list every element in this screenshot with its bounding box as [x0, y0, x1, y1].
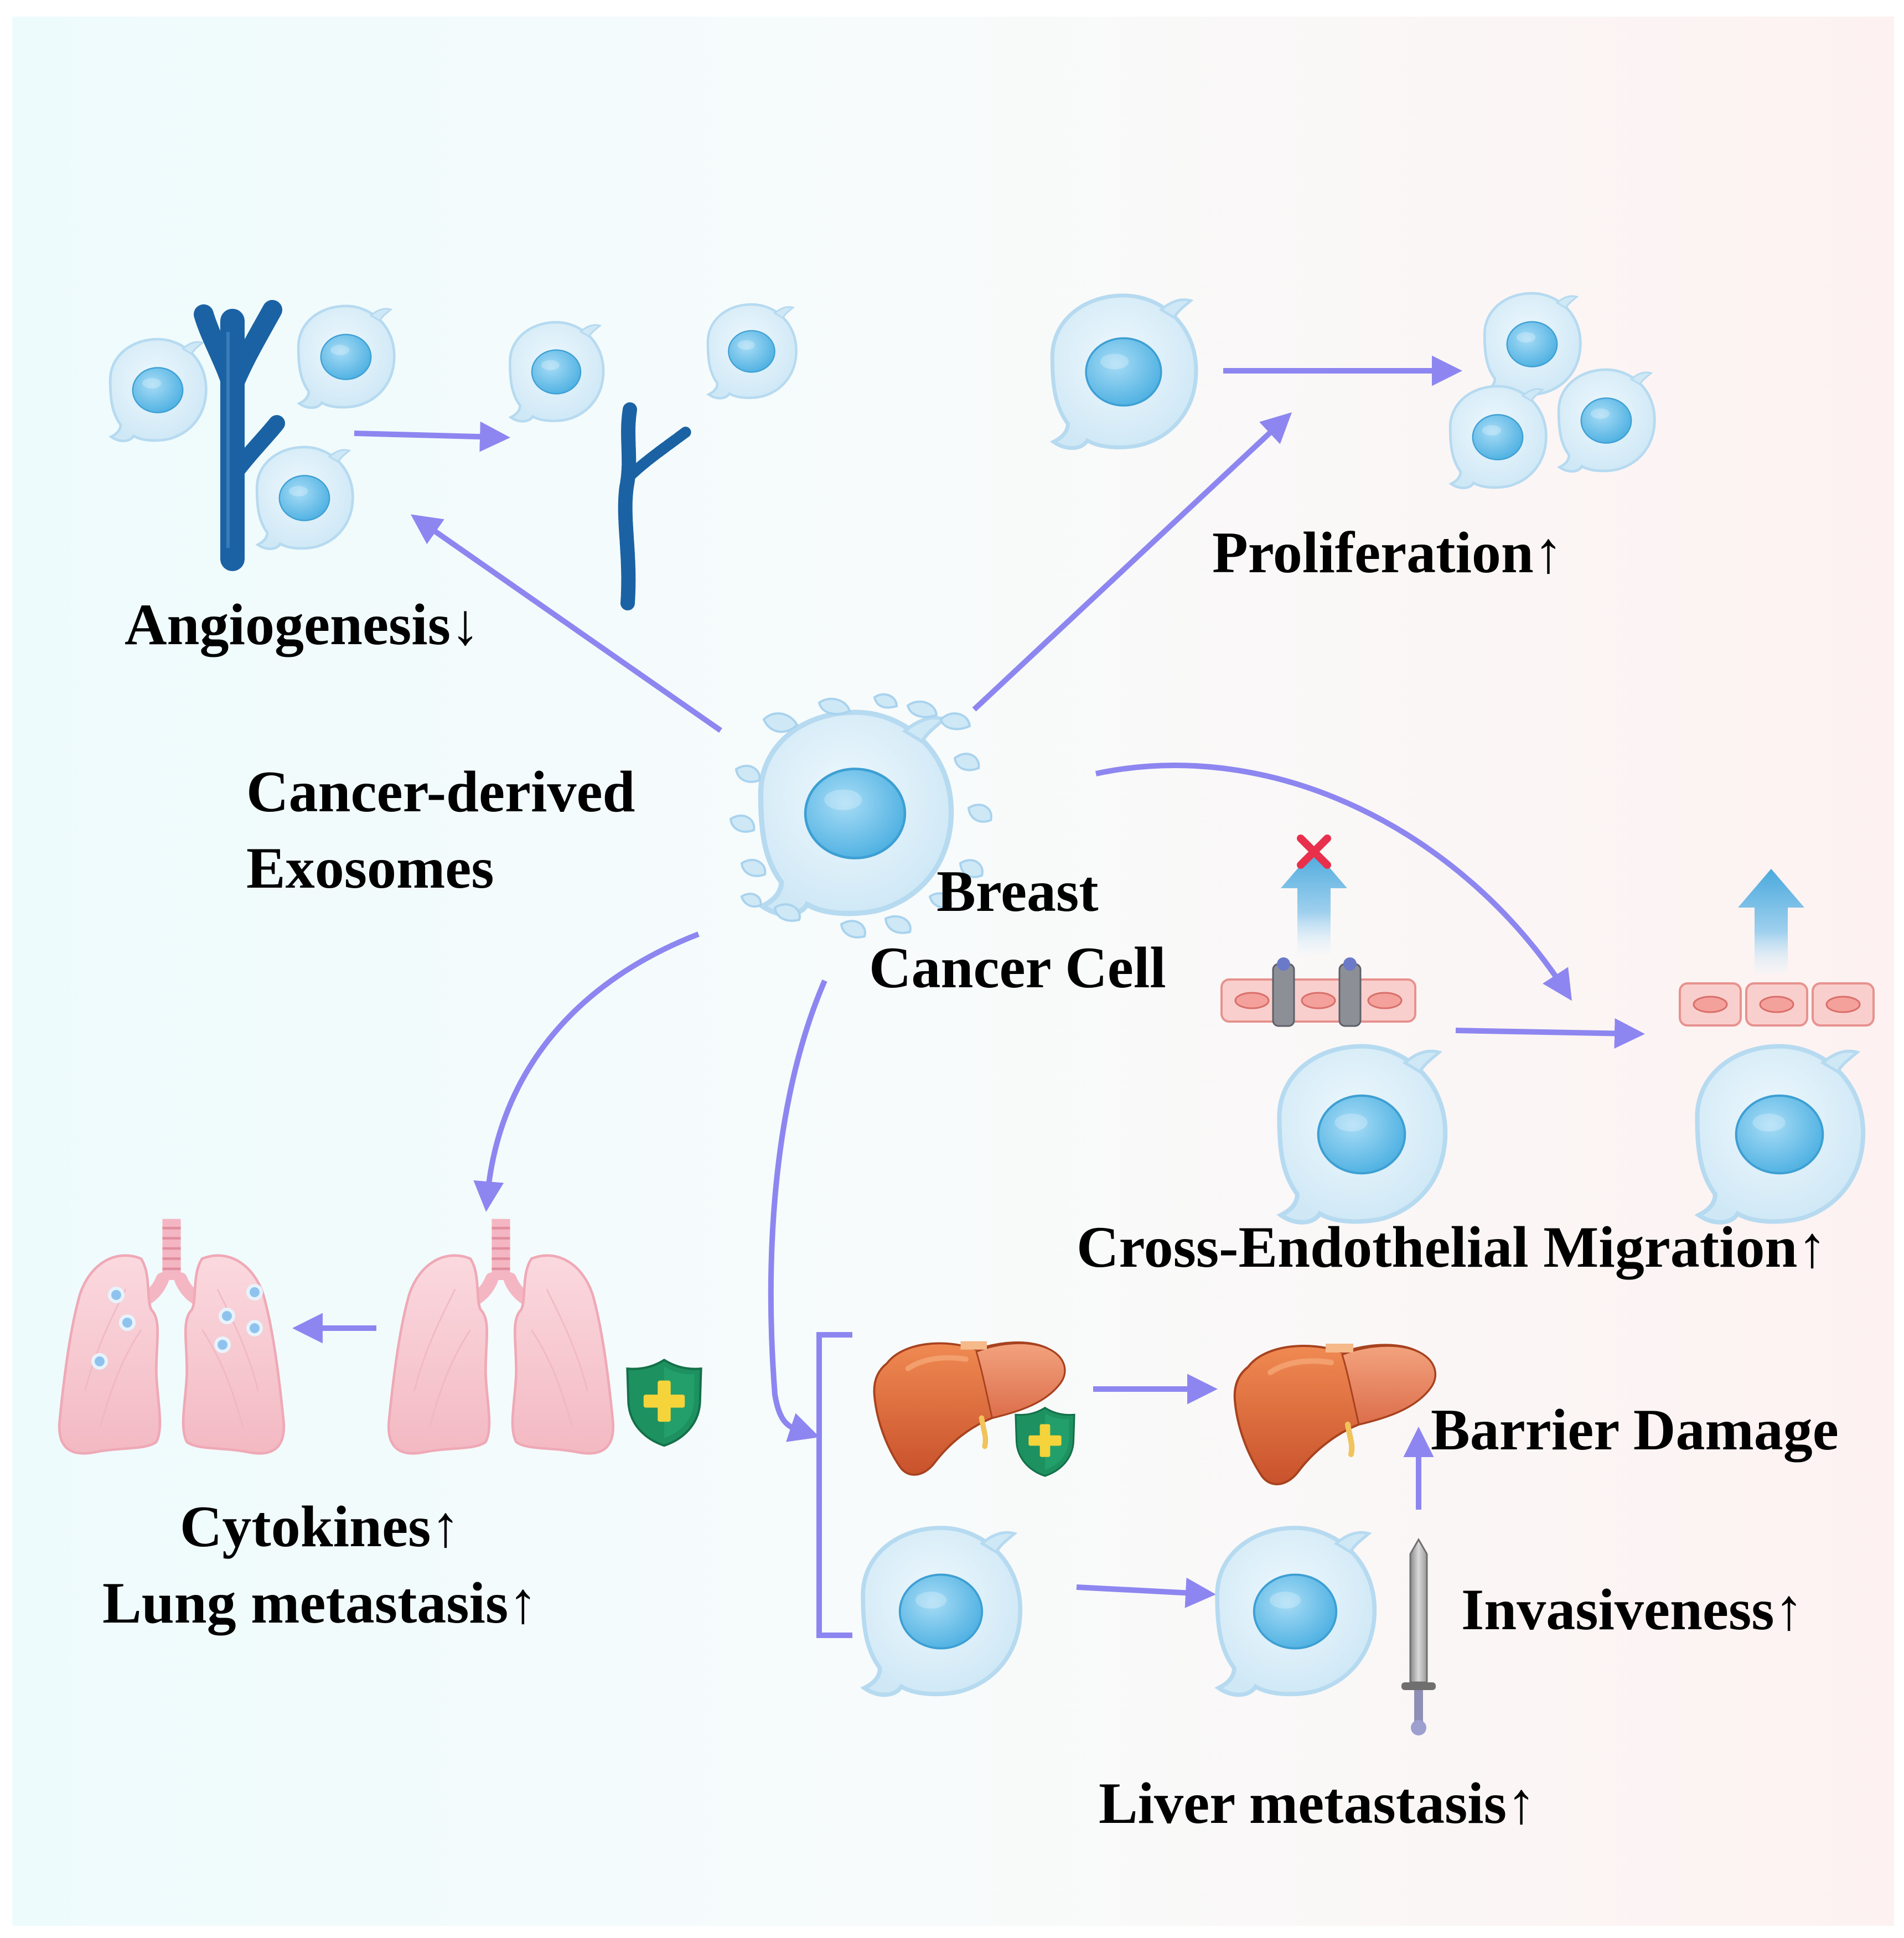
- daughter-cell: [1450, 386, 1546, 488]
- daughter-cell: [1484, 293, 1580, 395]
- blood-vessel-icon: [194, 300, 285, 571]
- angiogenesis-after-group: [510, 304, 796, 610]
- label-lung-metastasis: Lung metastasis↑: [102, 1570, 538, 1635]
- label-exosomes-line2: Exosomes: [246, 835, 494, 900]
- label-cytokines: Cytokines↑: [179, 1494, 461, 1559]
- damaged-vessel-icon: [618, 402, 692, 610]
- metastasis-foci: [91, 1284, 263, 1370]
- label-invasiveness: Invasiveness↑: [1461, 1577, 1804, 1642]
- migration-transition-arrow: [1455, 1018, 1645, 1049]
- migration-before-group: [1220, 835, 1445, 1222]
- arrow-to-proliferation: [972, 412, 1292, 712]
- label-exosomes-line1: Cancer-derived: [246, 759, 635, 824]
- endothelial-cell: [257, 447, 353, 549]
- label-barrier-damage: Barrier Damage: [1431, 1397, 1839, 1462]
- invasive-cancer-cell: [1217, 1528, 1374, 1695]
- tight-junction-icon: [1338, 963, 1362, 1027]
- arrow-to-angiogenesis: [410, 514, 722, 733]
- label-cross-endothelial-migration: Cross-Endothelial Migration↑: [1077, 1215, 1827, 1279]
- cancer-cell: [1279, 1046, 1445, 1222]
- cancer-cell: [1697, 1046, 1863, 1222]
- junction-protein: [1277, 957, 1290, 971]
- label-lung-outcomes: Cytokines↑ Lung metastasis↑: [102, 1489, 537, 1641]
- label-breast-line1: Breast: [937, 859, 1099, 924]
- cancer-cell: [1052, 296, 1196, 448]
- endothelial-cell: [510, 322, 603, 421]
- angiogenesis-before-group: [110, 300, 394, 571]
- arrow-to-migration: [1095, 763, 1572, 1001]
- tight-junction-icon: [1272, 963, 1295, 1027]
- arrow-to-lung: [473, 931, 700, 1212]
- label-breast-line2: Cancer Cell: [869, 935, 1166, 1000]
- exosome-particles: [729, 693, 992, 939]
- endothelial-cell: [298, 306, 394, 408]
- label-cancer-derived-exosomes: Cancer-derived Exosomes: [246, 754, 635, 906]
- label-liver-metastasis: Liver metastasis↑: [1099, 1771, 1536, 1836]
- angiogenesis-transition-arrow: [354, 421, 510, 452]
- label-proliferation: Proliferation↑: [1212, 520, 1563, 585]
- endothelial-cell: [708, 304, 796, 398]
- junction-protein: [1343, 957, 1357, 971]
- cancer-cell: [863, 1528, 1020, 1695]
- invasion-transition-arrow: [1076, 1577, 1216, 1608]
- label-angiogenesis: Angiogenesis↓: [125, 592, 480, 657]
- blocked-x-icon: [1297, 835, 1331, 869]
- arrow-to-liver: [768, 980, 827, 1442]
- endothelial-layer: [1220, 978, 1416, 1023]
- lung-after-group: [59, 1219, 284, 1454]
- endothelial-layer: [1679, 982, 1875, 1027]
- liver-bracket: [816, 1332, 852, 1638]
- sword-icon: [1401, 1537, 1436, 1735]
- label-breast-cancer-cell: Breast Cancer Cell: [869, 853, 1166, 1006]
- daughter-cell: [1559, 370, 1654, 471]
- breast-cancer-cell-group: [729, 693, 992, 939]
- endothelial-cell: [110, 339, 206, 441]
